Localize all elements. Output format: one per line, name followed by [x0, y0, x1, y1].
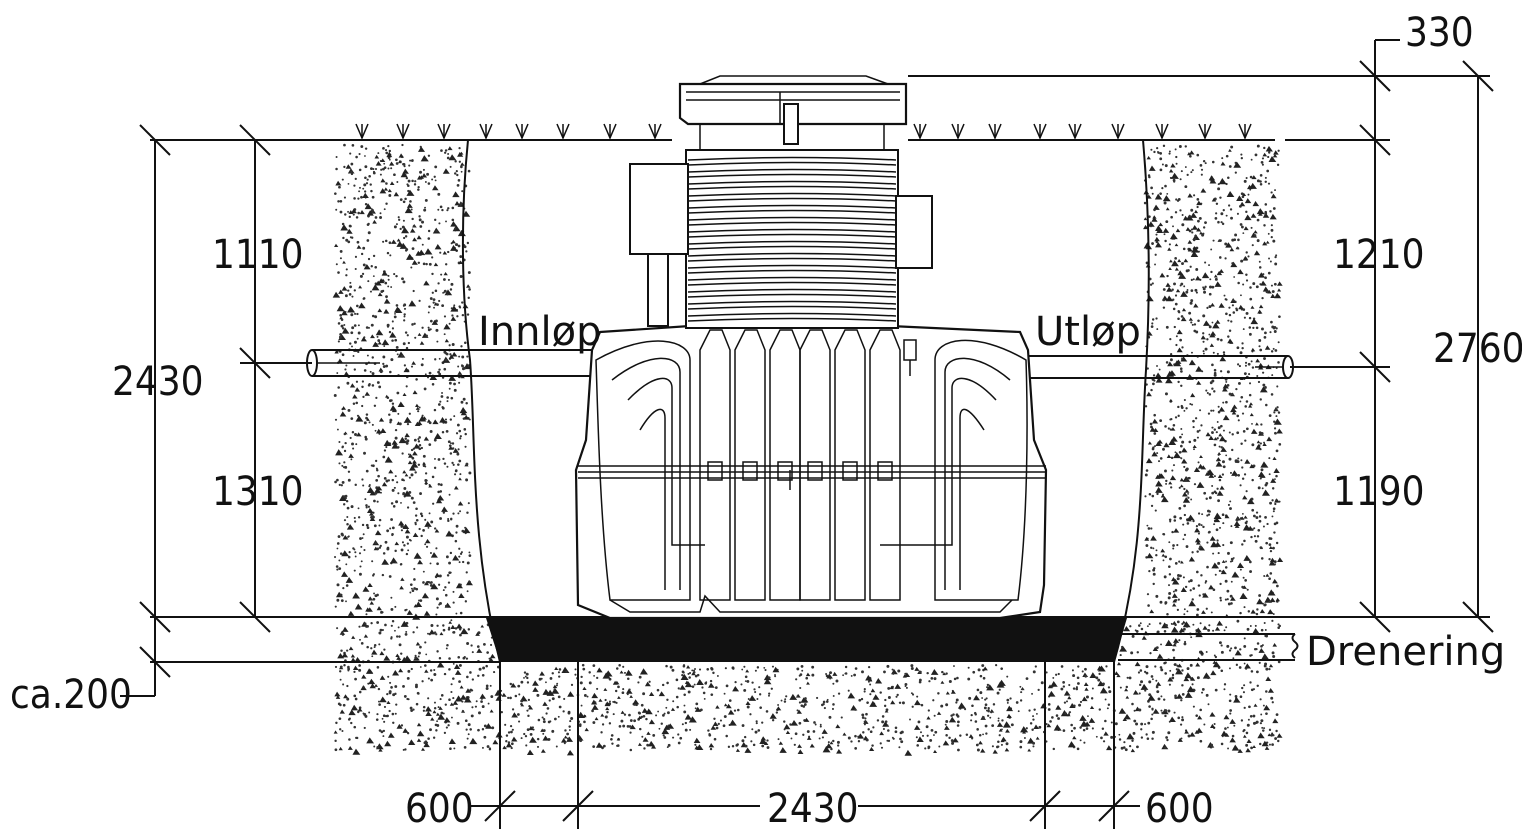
ground-marks — [355, 123, 1252, 140]
gravel-backfill — [332, 143, 1284, 756]
dim-left-upper: 1110 — [212, 232, 304, 278]
dim-left-total: 2430 — [112, 359, 204, 405]
riser-shaft — [629, 149, 933, 329]
label-outlet: Utløp — [1035, 309, 1141, 355]
septic-tank — [574, 324, 1048, 620]
dimension-lines — [120, 39, 1494, 829]
dim-right-lower: 1190 — [1333, 469, 1425, 515]
label-drainage: Drenering — [1306, 629, 1505, 675]
dim-bottom-left: 600 — [405, 786, 474, 829]
dim-top-330: 330 — [1405, 10, 1474, 56]
dim-right-upper: 1210 — [1333, 232, 1425, 278]
concrete-bedding — [486, 618, 1127, 662]
inlet-pipe — [306, 349, 600, 377]
dim-bottom-right: 600 — [1145, 786, 1214, 829]
excavation-right-wall — [1113, 139, 1150, 663]
drainage-pipe — [1118, 633, 1299, 661]
dim-right-total: 2760 — [1433, 326, 1522, 372]
dim-bottom-middle: 2430 — [767, 786, 859, 829]
label-inlet: Innløp — [478, 309, 601, 355]
dim-left-lower: 1310 — [212, 469, 304, 515]
dim-bedding: ca.200 — [10, 672, 132, 718]
excavation-left-wall — [461, 139, 501, 663]
riser-lid — [678, 75, 908, 150]
